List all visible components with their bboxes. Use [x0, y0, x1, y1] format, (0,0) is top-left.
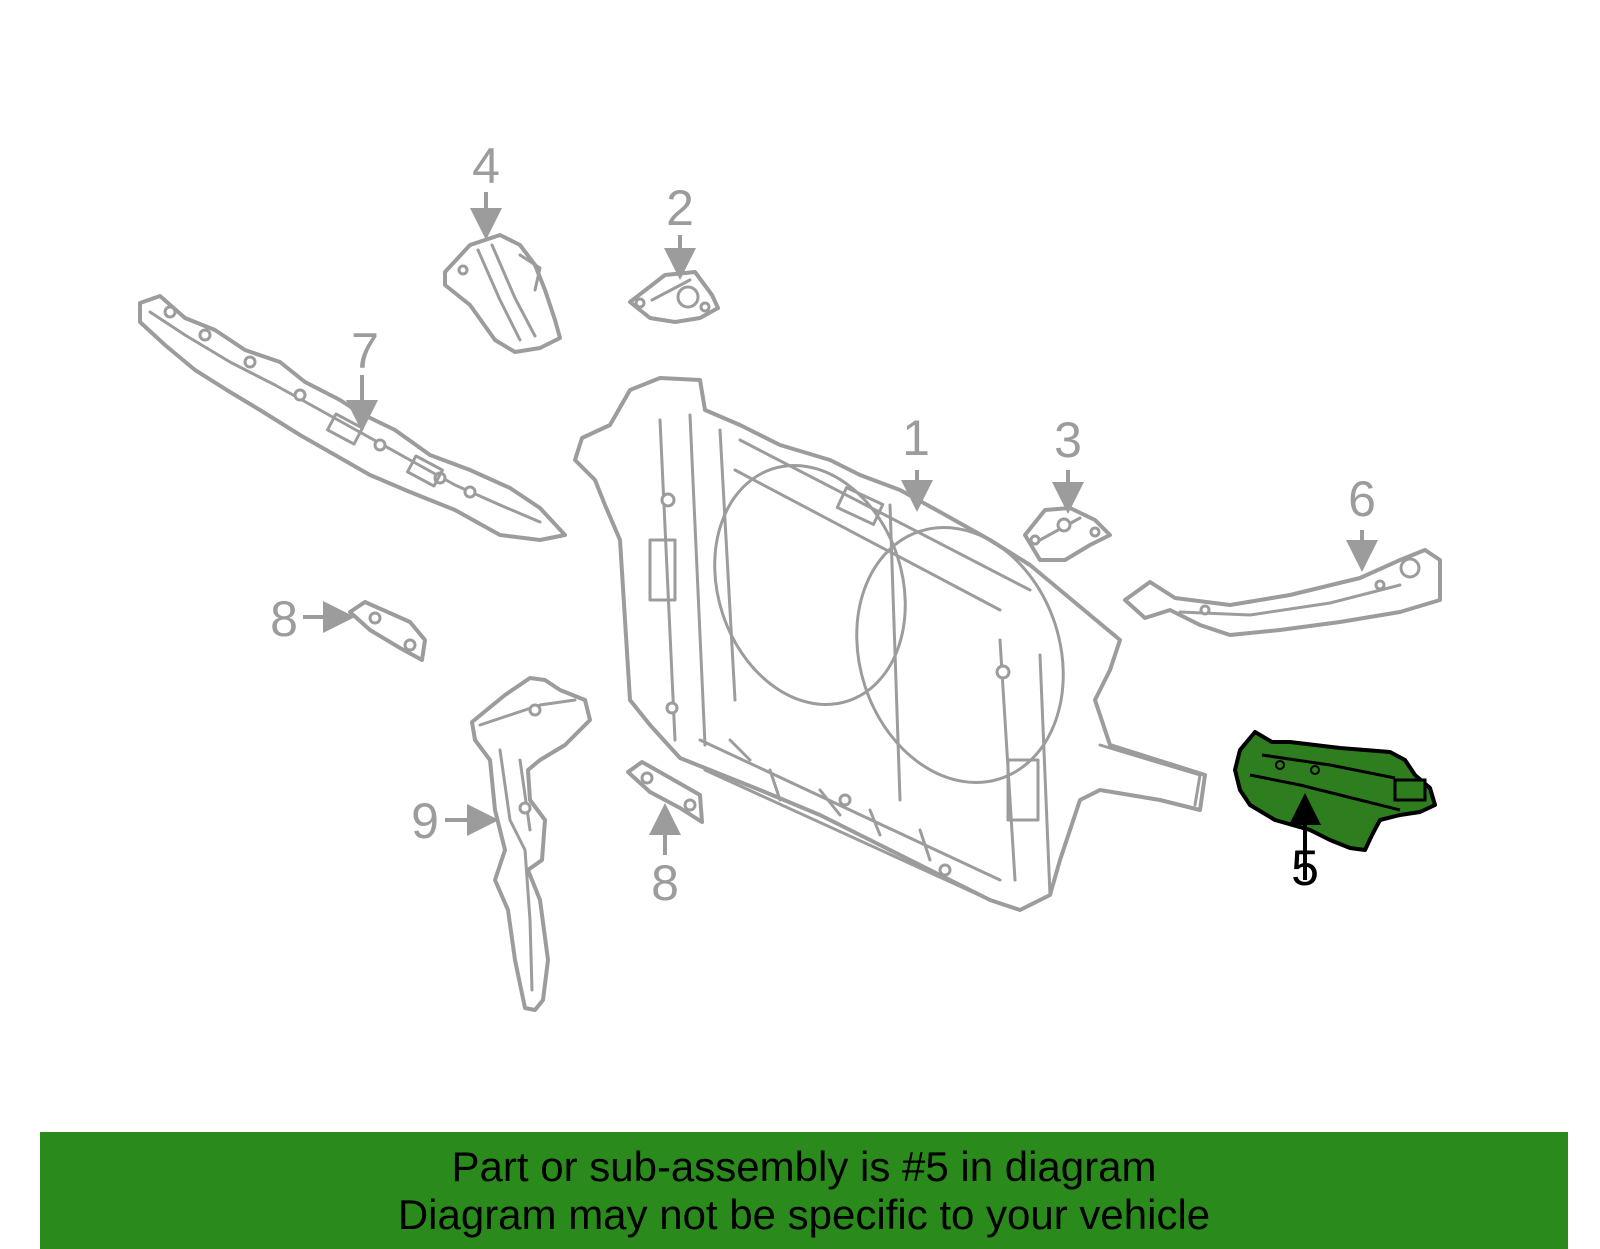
banner-line-2: Diagram may not be specific to your vehi… [397, 1190, 1211, 1238]
part-8-bracket-center [626, 760, 704, 824]
callout-1: 1 [902, 410, 930, 466]
part-5-highlighted [1233, 730, 1437, 852]
callout-5: 5 [1291, 840, 1319, 896]
part-3-plate [1023, 506, 1112, 562]
info-banner: Part or sub-assembly is #5 in diagram Di… [40, 1132, 1568, 1249]
callout-labels: 1 2 3 4 5 6 7 8 8 9 [270, 138, 1376, 911]
parts-diagram: 1 2 3 4 5 6 7 8 8 9 [138, 138, 1442, 1012]
callout-arrows [303, 192, 1378, 880]
part-9-side-bracket [470, 676, 592, 1012]
part-6-bar [1123, 548, 1442, 637]
part-8-bracket-left [348, 600, 427, 662]
part-1-core-support [573, 376, 1207, 912]
part-5-shape [1233, 730, 1437, 852]
callout-7: 7 [351, 323, 379, 379]
callout-4: 4 [472, 138, 500, 194]
part-4-bracket [443, 233, 562, 354]
callout-8-center: 8 [651, 855, 679, 911]
callout-9: 9 [411, 793, 439, 849]
callout-8-left: 8 [270, 591, 298, 647]
part-2-plate [628, 270, 720, 324]
callout-3: 3 [1054, 412, 1082, 468]
banner-line-1: Part or sub-assembly is #5 in diagram [451, 1142, 1157, 1190]
callout-2: 2 [666, 180, 694, 236]
callout-6: 6 [1348, 471, 1376, 527]
